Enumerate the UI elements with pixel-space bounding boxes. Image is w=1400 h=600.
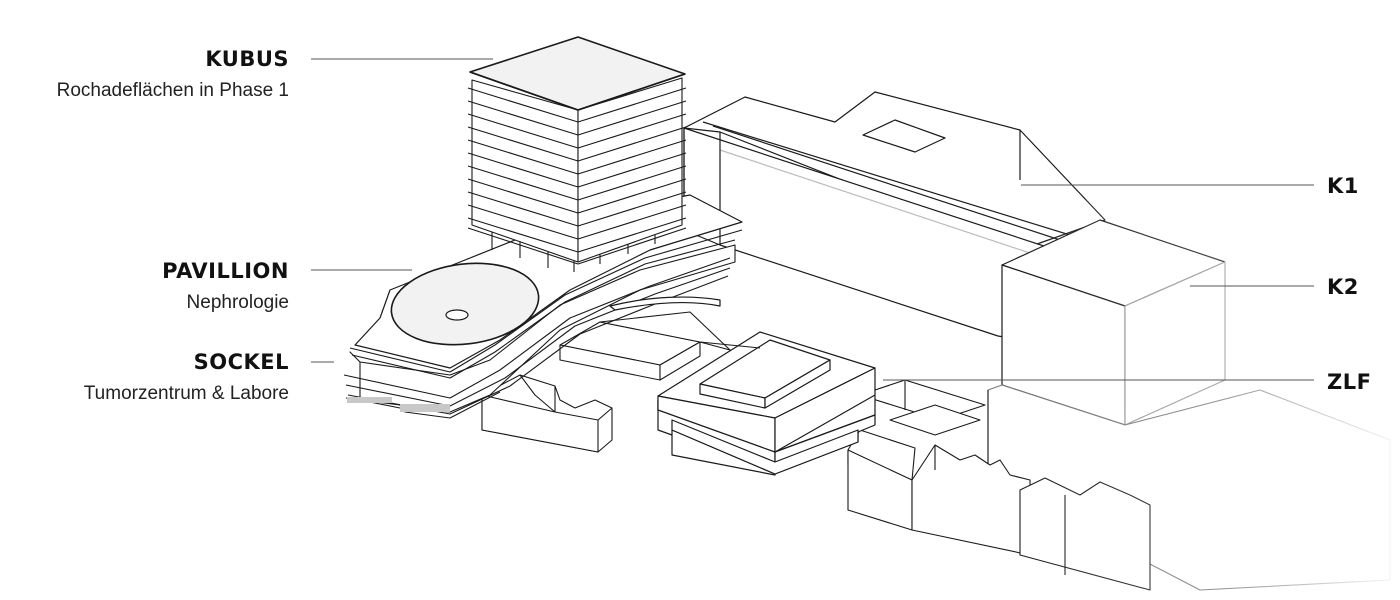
right-fade-overlay <box>1000 200 1400 600</box>
leader-lines <box>311 58 1314 381</box>
building-connector <box>559 311 761 381</box>
label-zlf-title: ZLF <box>1327 370 1372 394</box>
label-sockel-subtitle: Tumorzentrum & Labore <box>83 383 289 404</box>
kubus-floor-bands <box>467 87 687 265</box>
label-kubus-title: KUBUS <box>205 47 289 71</box>
building-zlf <box>657 331 876 476</box>
label-pavillion-subtitle: Nephrologie <box>186 292 289 313</box>
building-kubus <box>467 36 687 272</box>
label-k2-title: K2 <box>1327 275 1359 299</box>
label-sockel-title: SOCKEL <box>193 350 289 374</box>
label-k1-title: K1 <box>1327 174 1359 198</box>
label-pavillion-title: PAVILLION <box>162 259 289 283</box>
label-kubus-subtitle: Rochadeflächen in Phase 1 <box>56 80 289 101</box>
building-house-small <box>481 374 613 453</box>
